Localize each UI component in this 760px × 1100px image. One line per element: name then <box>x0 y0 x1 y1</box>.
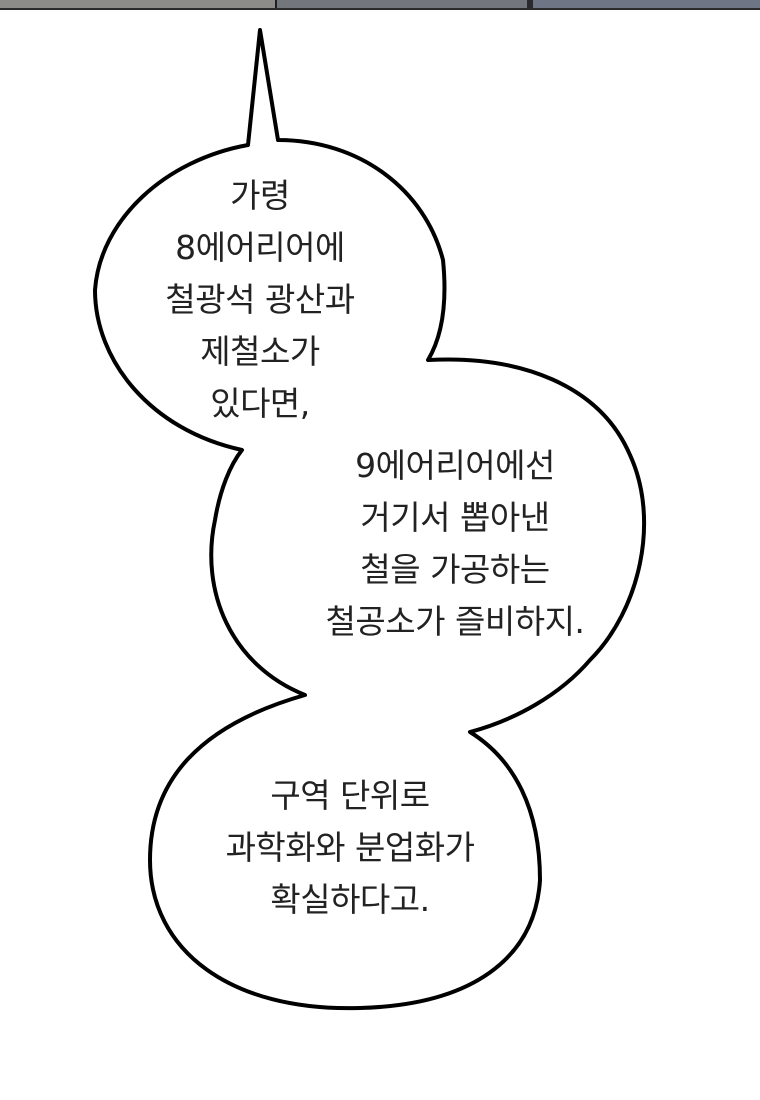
panel-edge-border <box>0 8 760 10</box>
speech-line: 있다면, <box>210 384 310 423</box>
speech-line: 가령 <box>230 176 290 215</box>
panel-edge-segment <box>533 0 760 10</box>
speech-line: 철공소가 즐비하지. <box>325 602 585 641</box>
panel-edge-segment <box>0 0 275 10</box>
speech-line: 제철소가 <box>200 332 320 371</box>
speech-balloon-outline <box>93 28 647 1011</box>
speech-text-2: 9에어리어에선 거기서 뽑아낸 철을 가공하는 철공소가 즐비하지. <box>265 440 645 648</box>
speech-text-3: 구역 단위로 과학화와 분업화가 확실하다고. <box>160 770 540 926</box>
speech-line: 과학화와 분업화가 <box>225 828 475 867</box>
speech-line: 철광석 광산과 <box>165 280 355 319</box>
panel-edge-segment <box>275 0 277 10</box>
previous-panel-edge <box>0 0 760 10</box>
speech-line: 8에어리어에 <box>175 228 345 267</box>
speech-line: 철을 가공하는 <box>360 550 550 589</box>
speech-line: 구역 단위로 <box>270 776 430 815</box>
speech-line: 확실하다고. <box>270 880 430 919</box>
speech-line: 9에어리어에선 <box>355 446 555 485</box>
panel-edge-segment <box>527 0 533 10</box>
panel-edge-segment <box>277 0 527 10</box>
speech-line: 거기서 뽑아낸 <box>360 498 550 537</box>
speech-text-1: 가령 8에어리어에 철광석 광산과 제철소가 있다면, <box>110 170 410 430</box>
